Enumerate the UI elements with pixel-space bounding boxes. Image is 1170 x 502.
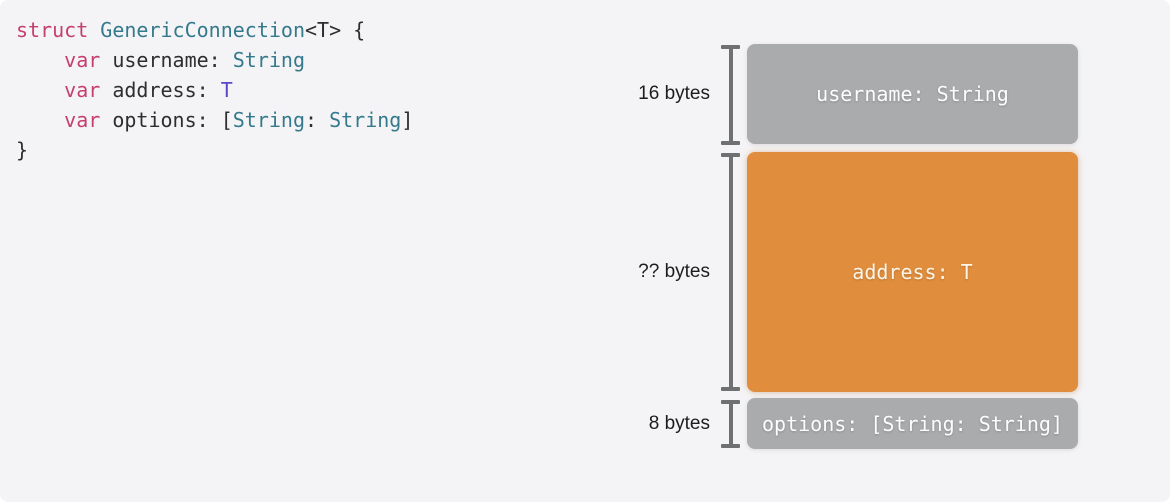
memory-box-address: address: T — [747, 152, 1078, 392]
dictionary-close-bracket: ] — [401, 108, 414, 132]
code-line-options: var options: [String: String] — [16, 105, 413, 135]
size-bracket-username — [721, 45, 740, 145]
size-bracket-address — [721, 153, 740, 391]
code-line-close-brace: } — [16, 135, 413, 165]
close-brace: } — [16, 138, 29, 162]
memory-box-username-label: username: String — [816, 82, 1009, 106]
dictionary-colon: : — [305, 108, 330, 132]
memory-box-address-label: address: T — [852, 260, 973, 284]
code-block: struct GenericConnection<T> { var userna… — [16, 15, 413, 165]
property-address: address: — [100, 78, 221, 102]
type-generic-t: T — [220, 78, 233, 102]
type-string: String — [232, 48, 305, 72]
property-username: username: — [100, 48, 233, 72]
code-indent — [16, 108, 64, 132]
bracket-stem — [728, 153, 733, 391]
keyword-var: var — [64, 78, 101, 102]
generic-parameter-open-brace: <T> { — [305, 18, 366, 42]
keyword-var: var — [64, 48, 101, 72]
code-space — [88, 18, 100, 42]
code-indent — [16, 48, 64, 72]
code-line-address: var address: T — [16, 75, 413, 105]
bracket-stem — [728, 400, 733, 448]
bracket-stem — [728, 45, 733, 145]
code-line-struct-declaration: struct GenericConnection<T> { — [16, 15, 413, 45]
size-label-options: 8 bytes — [648, 412, 710, 434]
size-label-address: ?? bytes — [638, 261, 710, 282]
size-bracket-options — [721, 400, 740, 448]
property-options: options: [ — [100, 108, 233, 132]
type-string: String — [232, 108, 305, 132]
memory-box-username: username: String — [747, 44, 1078, 144]
keyword-var: var — [64, 108, 101, 132]
size-label-username: 16 bytes — [638, 83, 710, 104]
type-string: String — [329, 108, 402, 132]
type-generic-connection: GenericConnection — [100, 18, 305, 42]
code-indent — [16, 78, 64, 102]
memory-box-options: options: [String: String] — [747, 398, 1078, 449]
code-line-username: var username: String — [16, 45, 413, 75]
keyword-struct: struct — [16, 18, 89, 42]
memory-box-options-label: options: [String: String] — [761, 411, 1064, 436]
